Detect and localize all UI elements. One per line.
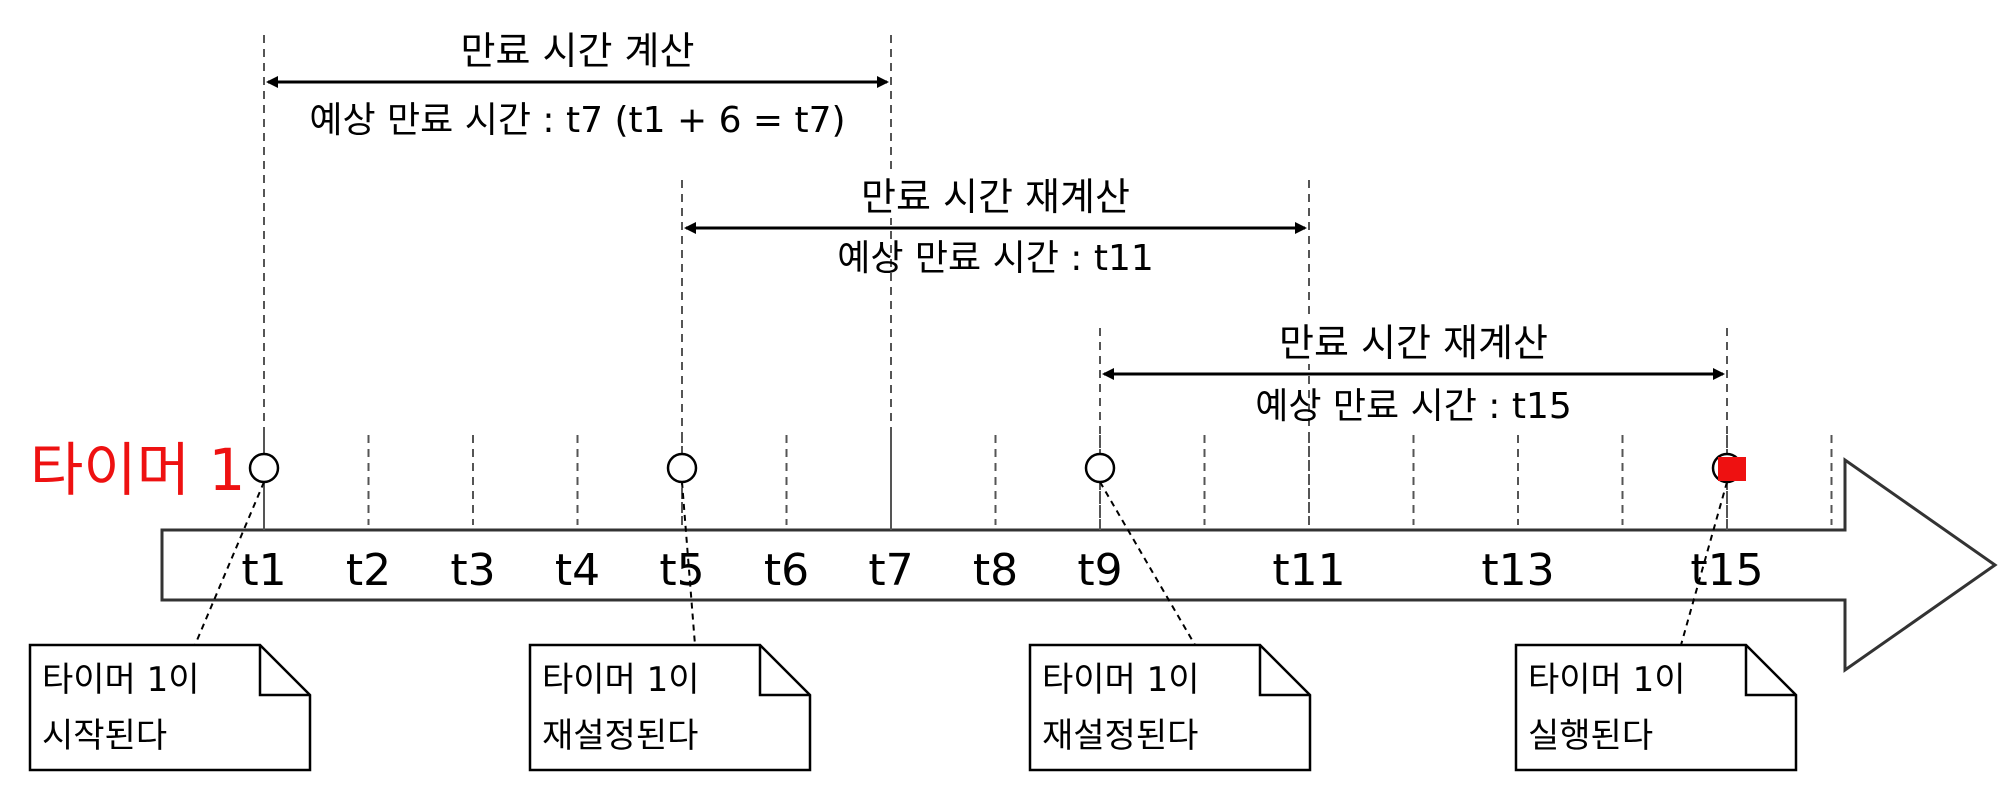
note-leader: [681, 481, 696, 646]
event-note: [1514, 643, 1798, 772]
span-subtitle: 예상 만료 시간 : t11: [837, 238, 1154, 279]
event-note: [1028, 643, 1312, 772]
tick-label: t4: [555, 545, 600, 596]
tick-label: t8: [973, 545, 1018, 596]
event-note-line: 타이머 1이: [1528, 660, 1686, 700]
timeline-arrow: [160, 457, 1998, 673]
event-note-line: 실행된다: [1528, 716, 1653, 756]
event-note-line: 타이머 1이: [42, 660, 200, 700]
event-marker: [248, 452, 280, 484]
timer-label: 타이머 1: [30, 436, 245, 504]
span-title: 만료 시간 재계산: [1279, 321, 1548, 365]
event-note-line: 재설정된다: [1042, 716, 1198, 756]
event-note-line: 시작된다: [42, 716, 167, 756]
event-note: [528, 643, 812, 772]
note-fold: [1744, 645, 1796, 697]
span-title: 만료 시간 계산: [461, 29, 695, 73]
event-marker: [666, 452, 698, 484]
tick-label: t2: [346, 545, 391, 596]
span-subtitle: 예상 만료 시간 : t15: [1255, 386, 1572, 427]
span-title: 만료 시간 재계산: [861, 175, 1130, 219]
tick-label: t6: [764, 545, 809, 596]
note-fold: [758, 645, 810, 697]
event-note: [28, 643, 312, 772]
tick-label: t3: [450, 545, 495, 596]
event-note-line: 타이머 1이: [1042, 660, 1200, 700]
note-leader: [1099, 481, 1196, 646]
event-note-line: 재설정된다: [542, 716, 698, 756]
tick-label: t11: [1272, 545, 1345, 596]
fired-marker: [1718, 457, 1746, 481]
tick-label: t9: [1077, 545, 1122, 596]
span-title-bg: [860, 170, 1131, 218]
tick-label: t7: [868, 545, 913, 596]
note-fold: [258, 645, 310, 697]
tick-label: t5: [659, 545, 704, 596]
note-fold: [1258, 645, 1310, 697]
span-title-bg: [442, 24, 713, 72]
event-note-line: 타이머 1이: [542, 660, 700, 700]
event-marker: [1084, 452, 1116, 484]
span-title-bg: [1278, 316, 1549, 364]
tick-label: t13: [1481, 545, 1554, 596]
note-leader: [194, 481, 265, 646]
span-subtitle: 예상 만료 시간 : t7 (t1 + 6 = t7): [309, 100, 845, 141]
tick-label: t1: [241, 545, 286, 596]
